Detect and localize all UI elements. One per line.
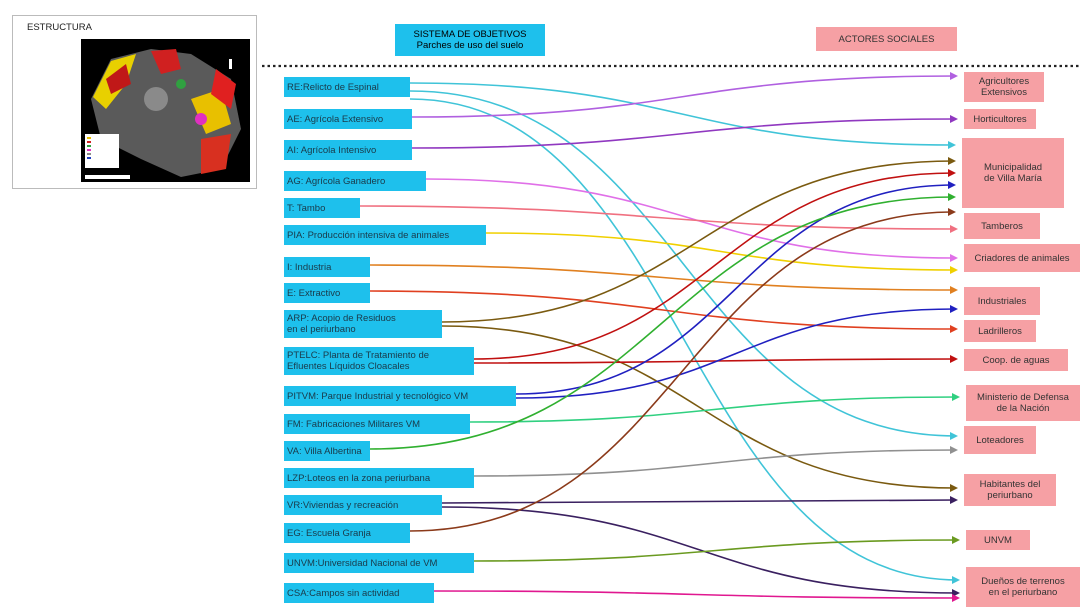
objective-re: RE:Relicto de Espinal <box>284 77 410 97</box>
link-eg-to-muni <box>409 208 956 532</box>
link-arp-to-muni <box>441 157 956 323</box>
link-ag-to-criad <box>425 178 958 262</box>
link-va-to-muni <box>369 193 956 450</box>
link-ae-to-agrext <box>411 72 958 118</box>
objective-arp: ARP: Acopio de Residuos en el periurbano <box>284 310 442 338</box>
objective-i: I: Industria <box>284 257 370 277</box>
actor-unvm: UNVM <box>966 530 1030 550</box>
link-t-to-tamb <box>359 205 958 233</box>
link-lzp-to-lote <box>473 446 958 477</box>
structure-panel: ESTRUCTURA <box>12 15 257 189</box>
objective-ae: AE: Agrícola Extensivo <box>284 109 412 129</box>
objective-ag: AG: Agrícola Ganadero <box>284 171 426 191</box>
objective-fm: FM: Fabricaciones Militares VM <box>284 414 470 434</box>
actor-coop: Coop. de aguas <box>964 349 1068 371</box>
objective-vr: VR:Viviendas y recreación <box>284 495 442 515</box>
actor-mindef: Ministerio de Defensa de la Nación <box>966 385 1080 421</box>
link-vr-to-duenos <box>441 506 960 597</box>
actor-ladr: Ladrilleros <box>964 320 1036 342</box>
actors-header: ACTORES SOCIALES <box>816 27 957 51</box>
objective-pitvm: PITVM: Parque Industrial y tecnológico V… <box>284 386 516 406</box>
objective-unvm: UNVM:Universidad Nacional de VM <box>284 553 474 573</box>
structure-map-image <box>81 39 250 182</box>
actor-indu: Industriales <box>964 287 1040 315</box>
link-arp-to-habit <box>441 325 958 492</box>
link-i-to-indu <box>369 264 958 294</box>
actor-muni: Municipalidad de Villa María <box>962 138 1064 208</box>
actor-criad: Criadores de animales <box>964 244 1080 272</box>
actor-lote: Loteadores <box>964 426 1036 454</box>
link-e-to-ladr <box>369 290 958 333</box>
link-pia-to-criad <box>485 232 958 274</box>
structure-title: ESTRUCTURA <box>27 22 92 33</box>
objective-lzp: LZP:Loteos en la zona periurbana <box>284 468 474 488</box>
objective-ptelc: PTELC: Planta de Tratamiento de Efluente… <box>284 347 474 375</box>
actor-agrext: Agricultores Extensivos <box>964 72 1044 102</box>
link-csa-to-duenos <box>433 590 960 602</box>
actor-habit: Habitantes del periurbano <box>964 474 1056 506</box>
objective-csa: CSA:Campos sin actividad <box>284 583 434 603</box>
actor-tamb: Tamberos <box>964 213 1040 239</box>
actor-duenos: Dueños de terrenos en el periurbano <box>966 567 1080 607</box>
objective-t: T: Tambo <box>284 198 360 218</box>
link-fm-to-mindef <box>469 393 960 423</box>
objective-va: VA: Villa Albertina <box>284 441 370 461</box>
link-ai-to-hort <box>411 115 958 149</box>
link-re-to-lote <box>409 90 958 440</box>
links-layer <box>359 72 960 602</box>
objective-e: E: Extractivo <box>284 283 370 303</box>
objective-eg: EG: Escuela Granja <box>284 523 410 543</box>
actor-hort: Horticultores <box>964 109 1036 129</box>
objective-ai: AI: Agrícola Intensivo <box>284 140 412 160</box>
objective-pia: PIA: Producción intensiva de animales <box>284 225 486 245</box>
link-unvm-to-unvm <box>473 536 960 562</box>
link-pitvm-to-indu <box>515 305 958 399</box>
link-pitvm-to-muni <box>515 181 956 395</box>
link-ptelc-to-muni <box>473 169 956 360</box>
link-vr-to-habit <box>441 496 958 505</box>
link-ptelc-to-coop <box>473 355 958 364</box>
objectives-header: SISTEMA DE OBJETIVOS Parches de uso del … <box>395 24 545 56</box>
link-re-to-duenos <box>409 98 960 584</box>
link-re-to-muni <box>409 82 956 149</box>
